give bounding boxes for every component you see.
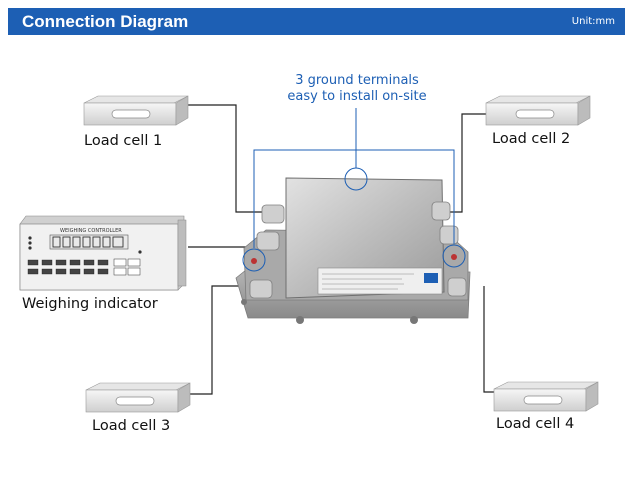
mount-screw-bottom-right xyxy=(410,316,418,324)
load-cell-4 xyxy=(493,381,599,412)
ground-callout-circle-right xyxy=(442,244,466,268)
ground-callout-circle-left xyxy=(242,248,266,272)
mount-screw-left xyxy=(241,299,247,305)
load-cell-3 xyxy=(85,382,191,413)
ground-callout-circle-center xyxy=(344,167,368,191)
load-cell-1-label: Load cell 1 xyxy=(84,133,163,149)
junction-box xyxy=(235,177,471,324)
wire-load-cell-4 xyxy=(483,286,496,393)
gland-left-top xyxy=(261,204,285,224)
ground-terminal-left xyxy=(251,258,257,264)
header-bar: Connection Diagram Unit:mm xyxy=(8,8,625,35)
ground-terminal-right xyxy=(451,254,457,260)
wire-load-cell-2 xyxy=(447,113,488,213)
nameplate xyxy=(317,267,443,295)
load-cell-2-label: Load cell 2 xyxy=(492,131,571,147)
weighing-indicator: WEIGHING CONTROLLER xyxy=(19,215,187,291)
ground-terminal-note: 3 ground terminals easy to install on-si… xyxy=(262,73,452,105)
unit-label: Unit:mm xyxy=(571,16,615,27)
load-cell-2 xyxy=(485,95,591,126)
ground-callout xyxy=(242,108,466,272)
ground-terminal-note-line2: easy to install on-site xyxy=(287,89,427,104)
gland-right-bottom xyxy=(447,277,467,297)
indicator-display xyxy=(49,234,129,250)
weighing-indicator-label: Weighing indicator xyxy=(22,296,158,312)
wire-load-cell-1 xyxy=(186,104,266,213)
load-cell-3-label: Load cell 3 xyxy=(92,418,171,434)
wire-load-cell-3 xyxy=(190,285,250,395)
mount-screw-bottom-left xyxy=(296,316,304,324)
gland-right-mid xyxy=(439,225,459,245)
indicator-brand: WEIGHING CONTROLLER xyxy=(60,228,122,234)
load-cell-4-label: Load cell 4 xyxy=(496,416,575,432)
ground-terminal-note-line1: 3 ground terminals xyxy=(295,73,419,88)
wires xyxy=(186,104,496,395)
page-title: Connection Diagram xyxy=(22,12,189,31)
gland-right-top xyxy=(431,201,451,221)
load-cell-1 xyxy=(83,95,189,126)
gland-left-mid xyxy=(256,231,280,251)
gland-left-bottom xyxy=(249,279,273,299)
